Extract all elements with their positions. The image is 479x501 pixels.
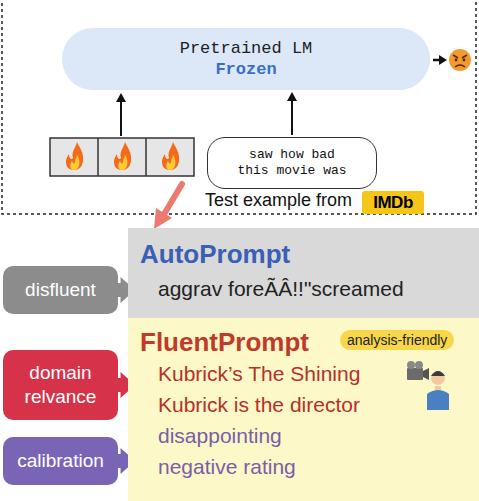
angry-face-icon xyxy=(449,49,471,71)
node-title: calibration xyxy=(17,450,104,472)
tag-pill: analysis-friendly xyxy=(340,330,454,350)
input-arrowhead xyxy=(116,93,126,102)
property-tag: disfluent xyxy=(3,266,118,314)
node-title: disfluent xyxy=(25,279,96,301)
output-arrowhead xyxy=(439,55,447,65)
caption-label: Test example from xyxy=(205,190,352,211)
node-title: AutoPrompt xyxy=(140,238,467,270)
node-text: disappointing xyxy=(140,420,467,451)
node-title: saw how bad this movie was xyxy=(233,147,351,180)
highlight-arrow xyxy=(163,184,182,216)
fire-icon xyxy=(66,142,83,170)
model-box: Pretrained LM Frozen xyxy=(62,28,430,90)
property-tag: calibration xyxy=(3,437,118,485)
autoprompt-panel: AutoPrompt aggrav foreÃÂ!!"screamed xyxy=(128,228,479,318)
node-text: Kubrick’s The Shining xyxy=(140,358,467,389)
node-title: analysis-friendly xyxy=(347,332,447,348)
highlight-arrowhead xyxy=(154,208,172,229)
property-tag: domain relvance xyxy=(3,350,118,420)
fire-icon xyxy=(162,142,179,170)
fire-icon xyxy=(114,142,131,170)
node-text: Frozen xyxy=(215,60,276,79)
input-arrow xyxy=(120,100,122,136)
node-text: aggrav foreÃÂ!!"screamed xyxy=(140,274,467,304)
fluentprompt-panel: FluentPromptKubrick’s The ShiningKubrick… xyxy=(128,318,479,501)
imdb-logo: IMDb xyxy=(362,191,424,214)
node-title: domain relvance xyxy=(11,361,111,409)
node-text: Kubrick is the director xyxy=(140,389,467,420)
soft-prompt-tokens xyxy=(50,138,194,176)
node-text: negative rating xyxy=(140,451,467,482)
node-title: Pretrained LM xyxy=(180,39,313,58)
director-icon xyxy=(405,360,455,412)
input-bubble: saw how bad this movie was xyxy=(207,137,377,189)
connector xyxy=(287,92,297,135)
dashed-frame xyxy=(2,0,476,214)
node-title: IMDb xyxy=(373,193,413,213)
